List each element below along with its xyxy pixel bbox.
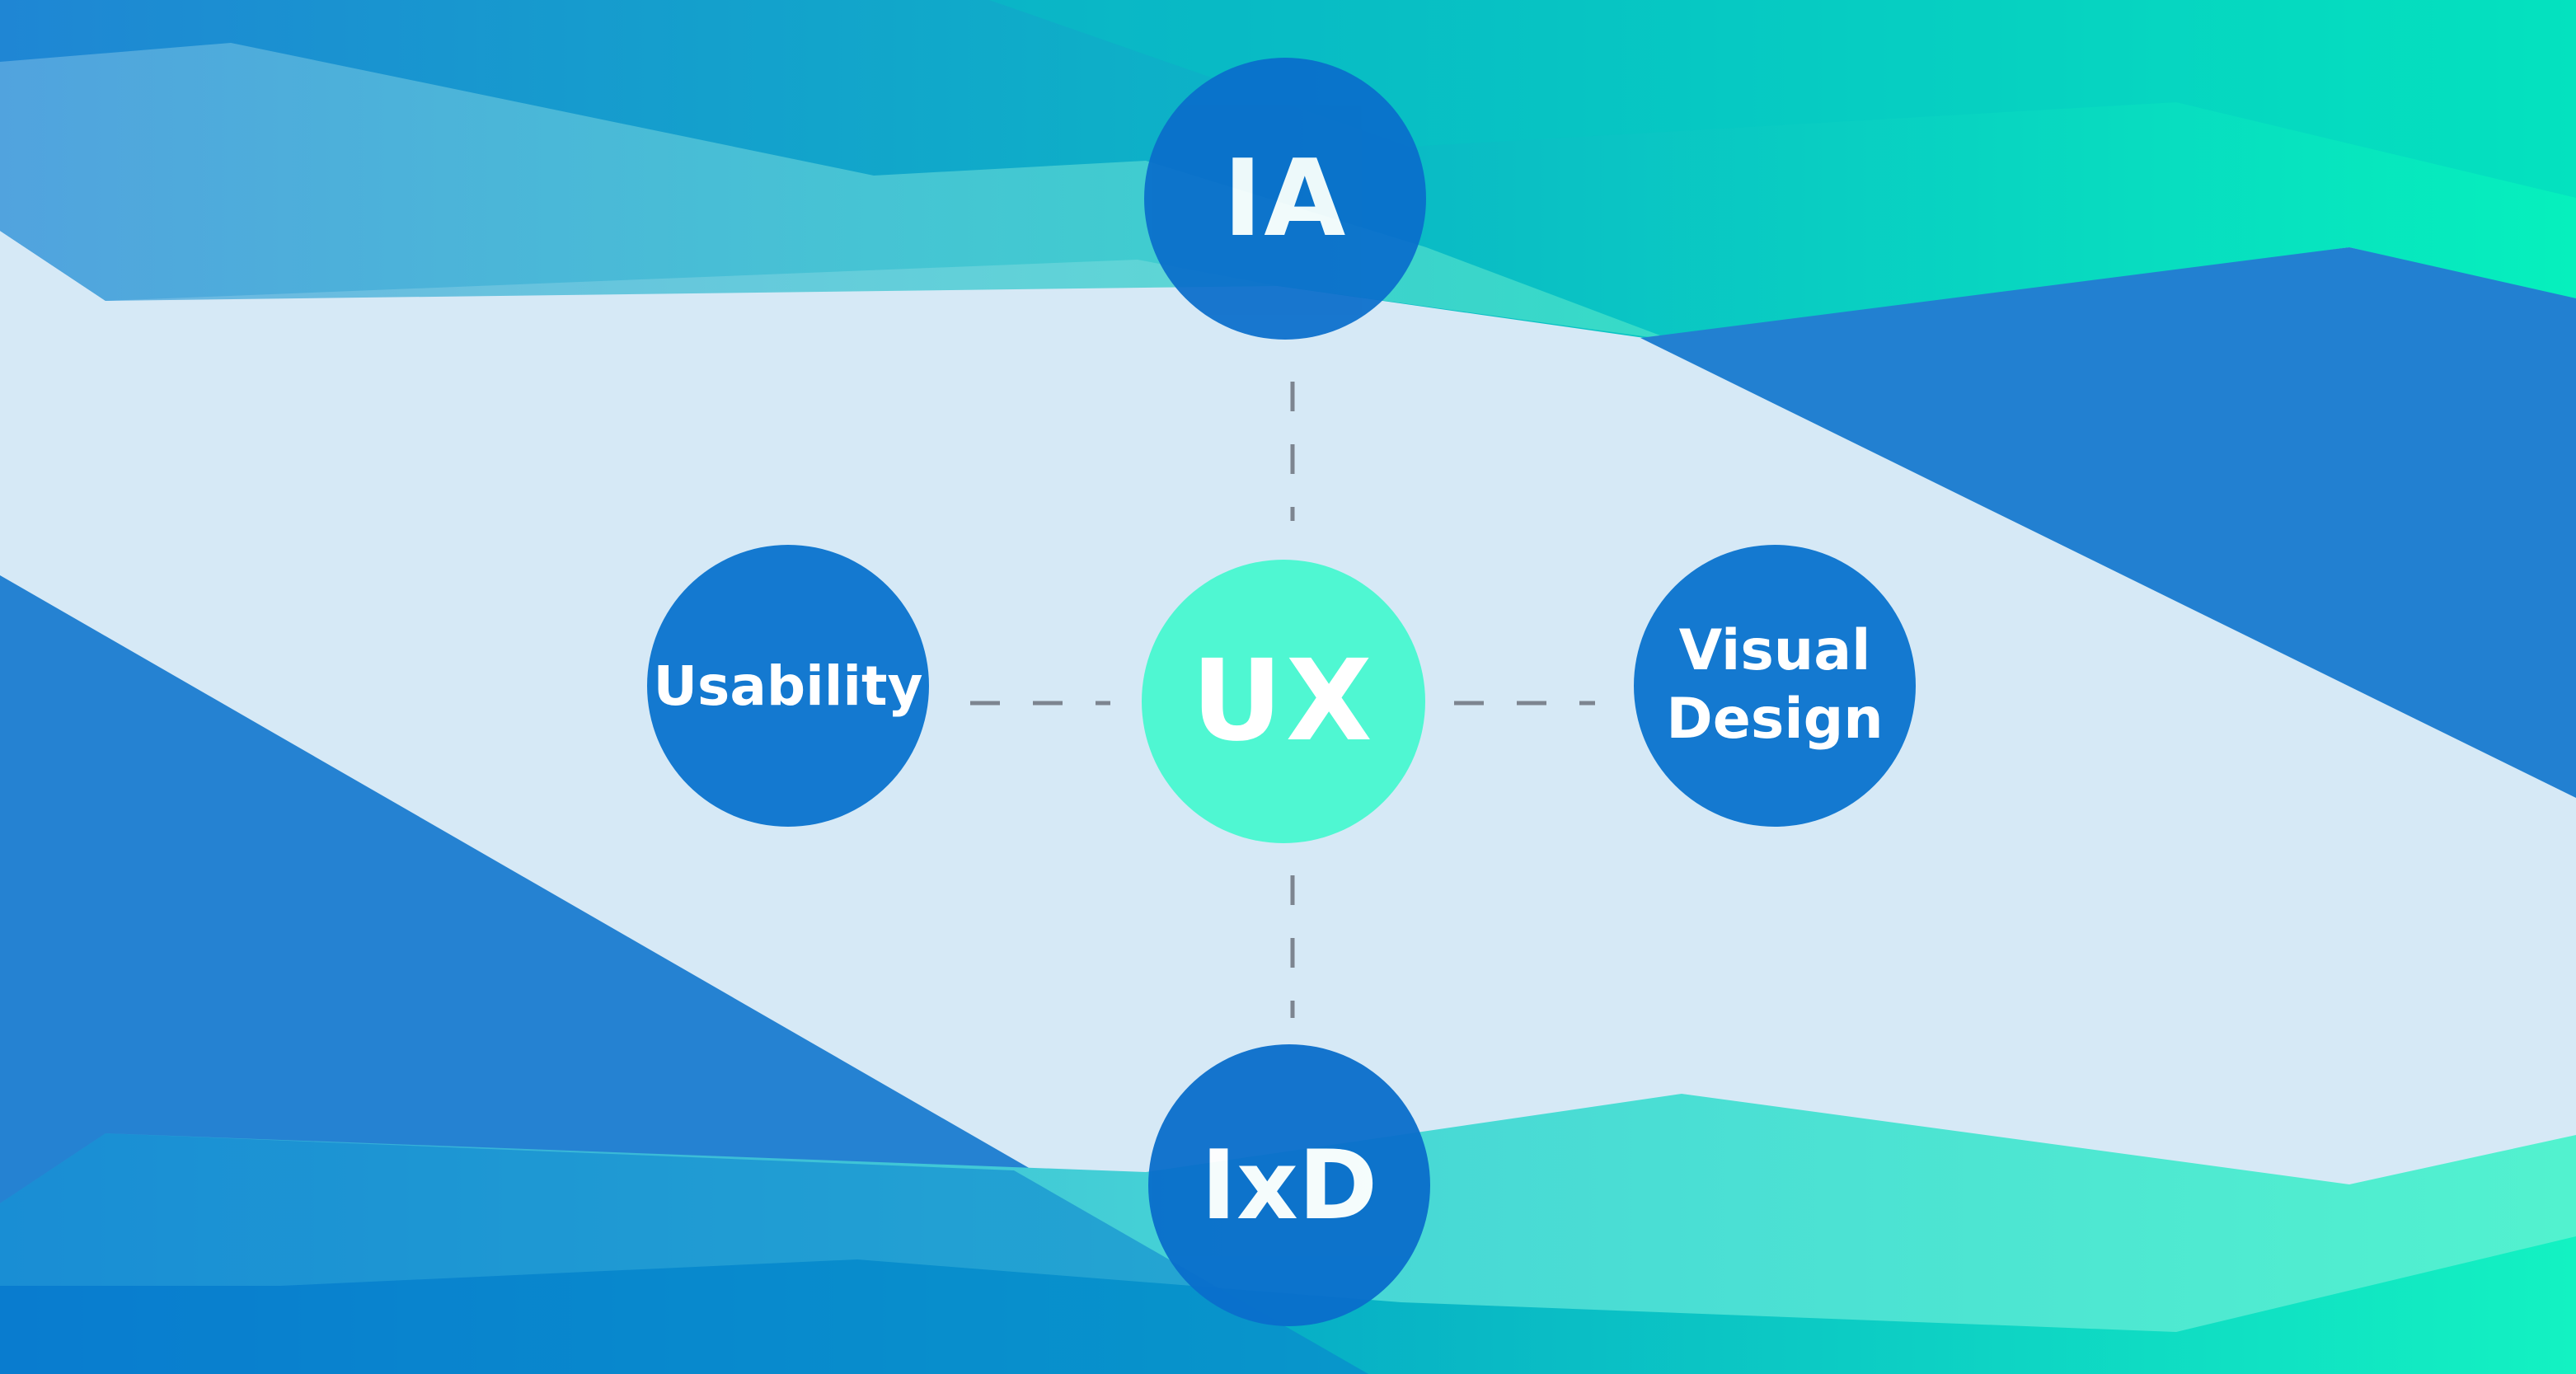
top-band-teal <box>989 0 2576 198</box>
node-ia-label: IA <box>1222 137 1348 260</box>
node-ia: IA <box>1144 58 1426 340</box>
node-visual-design: Visual Design <box>1634 545 1916 827</box>
node-ixd: IxD <box>1148 1044 1430 1326</box>
node-usability: Usability <box>647 545 929 827</box>
right-blue-wedge <box>1640 247 2576 798</box>
bottom-left-overlay <box>0 1133 1368 1374</box>
node-visual-design-label: Visual Design <box>1666 618 1884 752</box>
node-ux-label: UX <box>1191 636 1376 767</box>
node-ux-center: UX <box>1142 560 1425 843</box>
node-ixd-label: IxD <box>1200 1129 1378 1241</box>
node-usability-label: Usability <box>653 654 923 718</box>
